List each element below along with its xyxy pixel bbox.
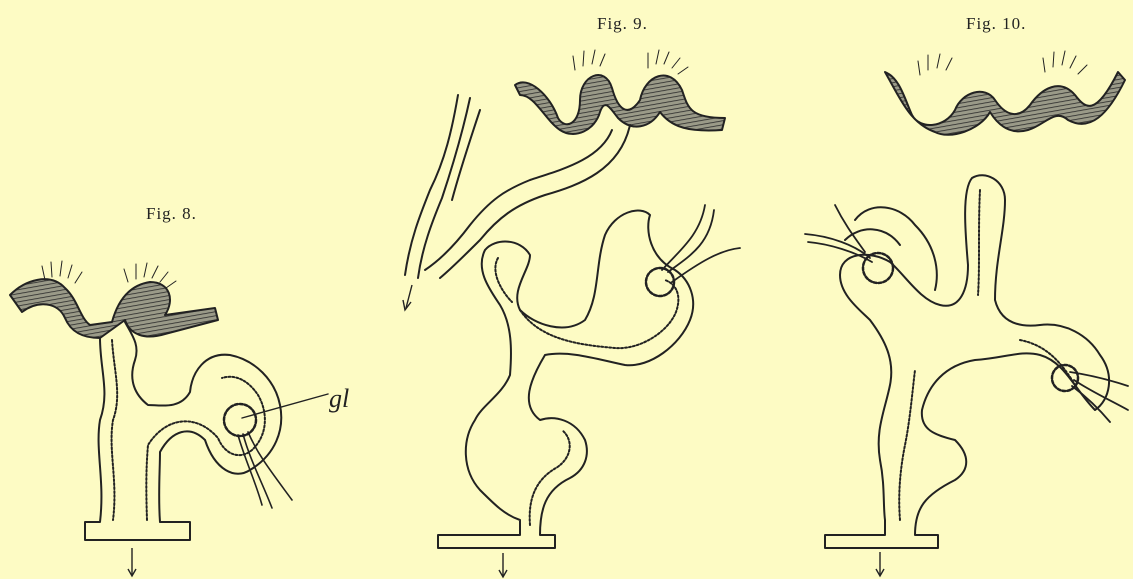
figure-10-drawing [805,51,1128,548]
figure-8-drawing [10,261,328,540]
outflow-arrow-icon [403,285,507,577]
ciliated-funnel [10,279,218,338]
tubule-outer-wall [438,211,693,548]
tubule-upper [425,125,630,278]
figure-9-drawing [405,50,740,548]
gland-pointer-line [242,394,328,418]
cilia [573,50,688,74]
tubule-inner-wall [112,340,265,520]
blood-vessel [238,432,292,508]
tubule-outer-wall [825,175,1109,548]
glomerulus [224,404,256,436]
tubule-inner-wall [495,258,678,525]
cilia [918,51,1087,75]
ciliated-funnel [515,75,725,134]
ciliated-funnel [885,72,1125,135]
outflow-arrow-icon [128,548,136,576]
outflow-arrow-icon [876,552,884,576]
